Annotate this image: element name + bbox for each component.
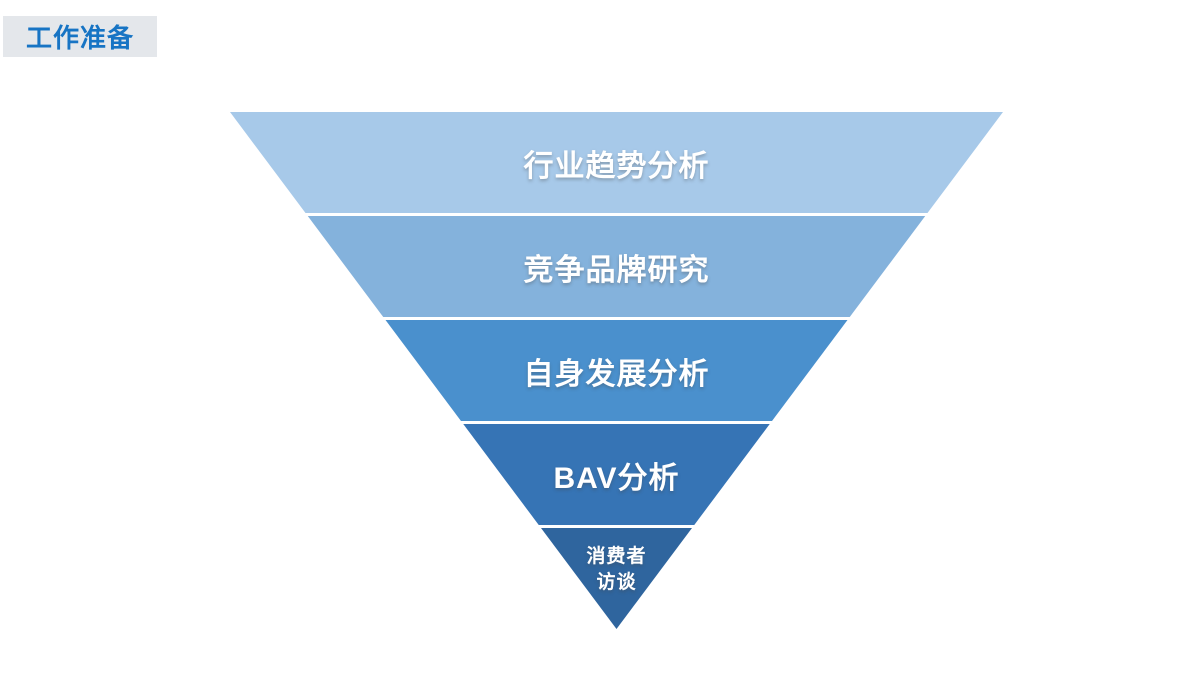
funnel-level-3-shape [385,320,848,421]
funnel-level-5-shape [540,528,693,629]
funnel-level-2-shape [307,216,926,317]
funnel-level-4-shape [463,424,770,525]
section-title-badge: 工作准备 [3,16,157,57]
funnel-level-1-shape [230,112,1003,213]
funnel-shapes [230,112,1003,629]
section-title-label: 工作准备 [25,23,134,53]
